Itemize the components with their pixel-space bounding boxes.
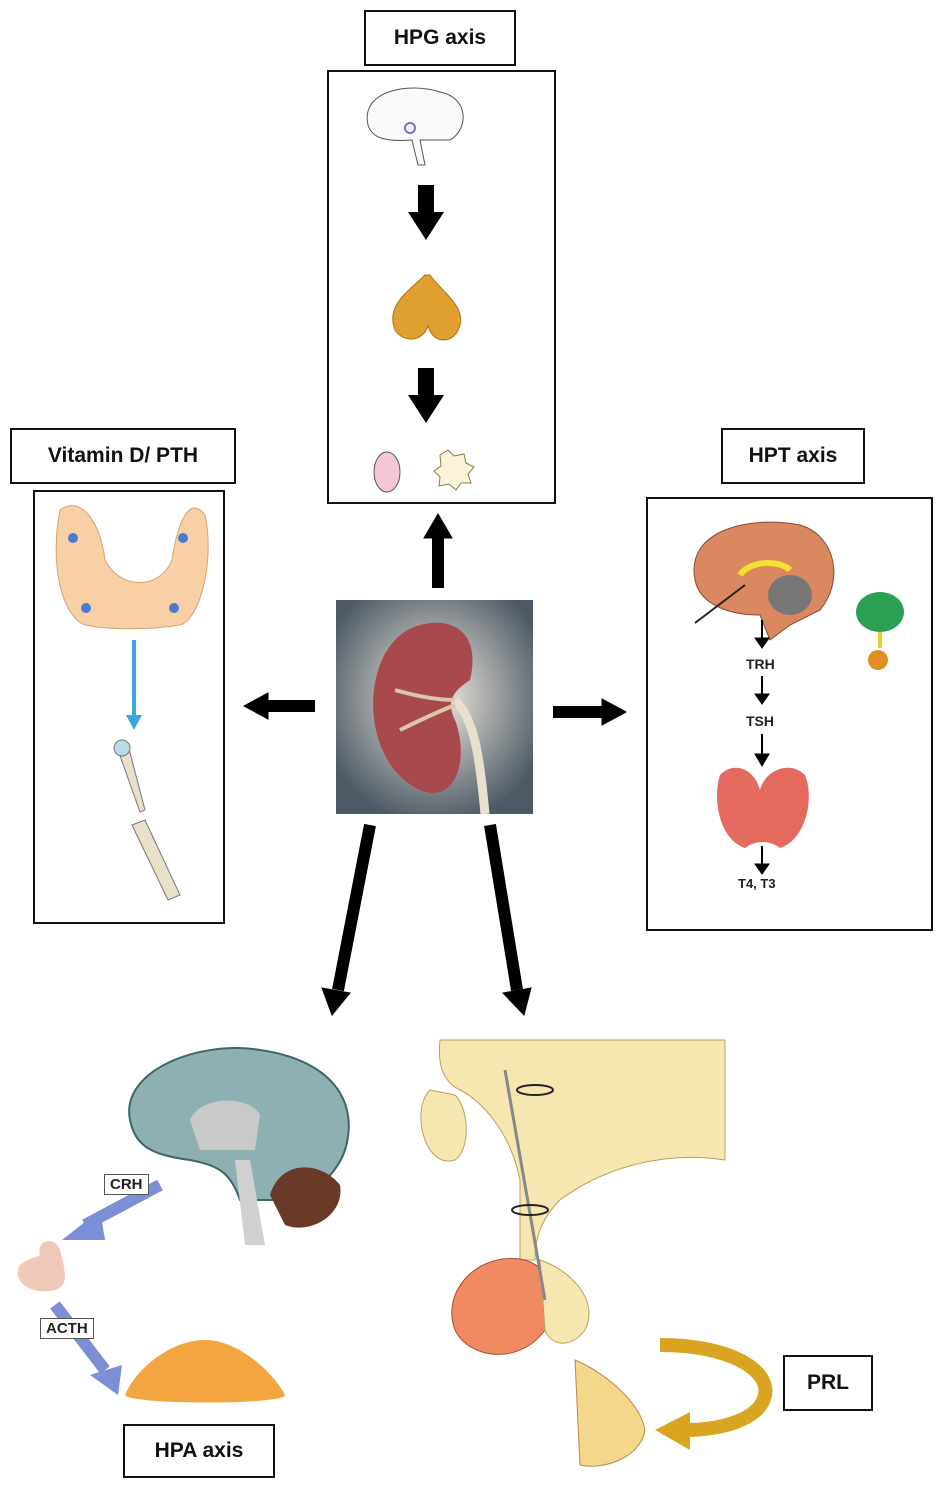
arrows — [242, 513, 628, 1016]
hpg-panel — [327, 70, 556, 504]
prl-illustrations — [420, 1039, 773, 1467]
hpa-axis-label: HPA axis — [123, 1424, 275, 1478]
hpg-axis-label: HPG axis — [364, 10, 516, 66]
acth-label: ACTH — [40, 1318, 94, 1339]
kidney-image — [336, 600, 533, 815]
hpt-axis-label: HPT axis — [721, 428, 865, 484]
crh-label: CRH — [104, 1174, 149, 1195]
vitd-pth-label: Vitamin D/ PTH — [10, 428, 236, 484]
hpa-illustrations — [17, 1047, 350, 1403]
prl-label: PRL — [783, 1355, 873, 1411]
hpg-illustrations — [366, 87, 475, 493]
hpt-illustrations — [693, 521, 904, 875]
trh-label: TRH — [746, 656, 775, 672]
hpt-panel — [646, 497, 933, 931]
t4-t3-label: T4, T3 — [738, 876, 776, 891]
tsh-label: TSH — [746, 713, 774, 729]
vitd-panel — [33, 490, 225, 924]
vitd-illustrations — [55, 505, 209, 901]
